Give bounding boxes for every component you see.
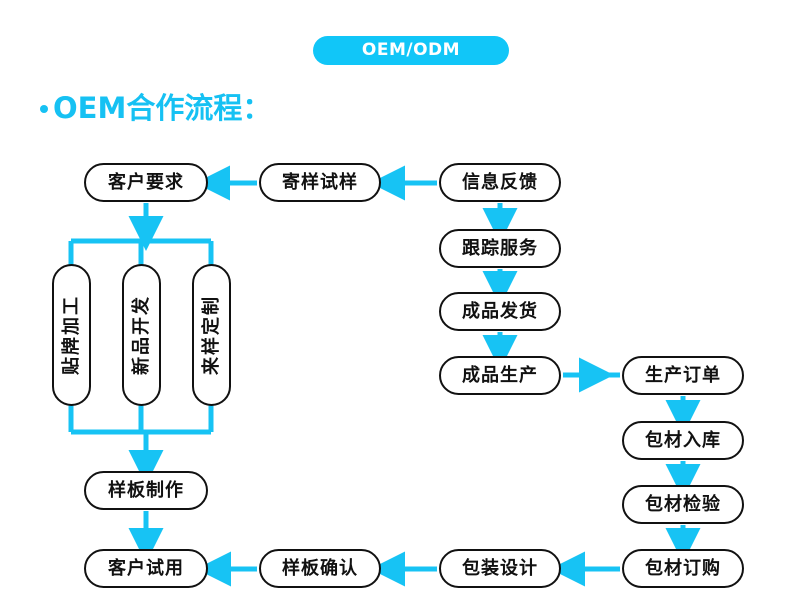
node-label: 样板制作	[108, 479, 184, 501]
node-label: 包材入库	[645, 429, 721, 451]
bullet-icon	[40, 104, 48, 113]
node-label: 跟踪服务	[462, 237, 538, 259]
option-bus-bottom	[68, 404, 214, 435]
node-jiyangshiyang[interactable]: 寄样试样	[259, 163, 381, 202]
node-chengpinshengchan[interactable]: 成品生产	[439, 356, 561, 395]
node-label: 生产订单	[645, 364, 721, 386]
node-label: 包装设计	[462, 557, 538, 579]
page-title-text: OEM合作流程：	[53, 91, 272, 125]
option-bus-top	[68, 238, 214, 266]
node-xinxifankui[interactable]: 信息反馈	[439, 163, 561, 202]
node-tiepaijiagong[interactable]: 贴牌加工	[52, 264, 91, 406]
node-baozhuangsheji[interactable]: 包装设计	[439, 549, 561, 588]
node-baocairuku[interactable]: 包材入库	[622, 421, 744, 460]
node-label: 包材检验	[645, 493, 721, 515]
node-baocaijianyan[interactable]: 包材检验	[622, 485, 744, 524]
node-label: 包材订购	[645, 557, 721, 579]
page-title: OEM合作流程：	[40, 94, 271, 123]
node-laiyangdingzhi[interactable]: 来样定制	[192, 264, 231, 406]
node-label: 来样定制	[200, 295, 222, 375]
node-label: 信息反馈	[462, 171, 538, 193]
node-kehuyaoqiu[interactable]: 客户要求	[84, 163, 208, 202]
node-label: 客户要求	[108, 171, 184, 193]
node-label: 成品发货	[462, 300, 538, 322]
node-label: 寄样试样	[282, 171, 358, 193]
node-label: 贴牌加工	[60, 295, 82, 375]
node-kehushiyong[interactable]: 客户试用	[84, 549, 208, 588]
oem-odm-badge: OEM/ODM	[313, 36, 509, 65]
node-chengpinfahuo[interactable]: 成品发货	[439, 292, 561, 331]
node-label: 新品开发	[130, 295, 152, 375]
node-label: 成品生产	[462, 364, 538, 386]
node-genzongfuwu[interactable]: 跟踪服务	[439, 229, 561, 268]
node-yangbanqueren[interactable]: 样板确认	[259, 549, 381, 588]
node-label: 样板确认	[282, 557, 358, 579]
node-shengchandingdan[interactable]: 生产订单	[622, 356, 744, 395]
node-baocaidinggou[interactable]: 包材订购	[622, 549, 744, 588]
node-xinpinkaifa[interactable]: 新品开发	[122, 264, 161, 406]
node-label: 客户试用	[108, 557, 184, 579]
node-yangbanzhizuo[interactable]: 样板制作	[84, 471, 208, 510]
